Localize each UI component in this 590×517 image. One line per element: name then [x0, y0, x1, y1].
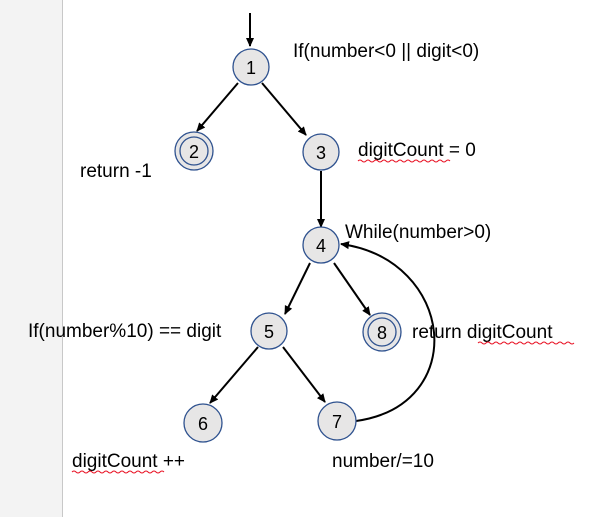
edge-5-6	[209, 346, 259, 404]
node-4-label: 4	[316, 236, 326, 256]
annotation-node-5: If(number%10) == digit	[28, 321, 222, 342]
annotation-node-2: return -1	[80, 161, 152, 182]
annotation-node-3: digitCount = 0	[358, 140, 476, 161]
node-2-label: 2	[189, 142, 199, 162]
spellcheck-underline-node-3	[357, 159, 451, 163]
edge-5-7	[282, 346, 326, 403]
annotation-node-6: digitCount ++	[72, 451, 185, 472]
page-margin	[0, 0, 63, 517]
edge-4-8	[333, 262, 371, 316]
node-5-label: 5	[264, 322, 274, 342]
annotation-node-8: return digitCount	[412, 322, 553, 343]
node-2: 2	[174, 131, 214, 171]
node-1: 1	[232, 48, 270, 86]
edge-1-3	[261, 82, 307, 136]
node-7-label: 7	[332, 412, 342, 432]
node-6: 6	[183, 403, 223, 443]
node-8: 8	[362, 312, 402, 352]
spellcheck-underline-node-8	[477, 341, 575, 345]
edge-7-4	[340, 241, 436, 422]
annotation-node-4: While(number>0)	[345, 222, 491, 243]
edge-4-5	[284, 262, 311, 315]
node-5: 5	[250, 312, 288, 350]
node-6-label: 6	[198, 414, 208, 434]
node-8-label: 8	[377, 323, 387, 343]
node-7: 7	[317, 401, 357, 441]
annotation-node-7: number/=10	[332, 451, 434, 472]
node-1-label: 1	[246, 58, 256, 78]
edge-1-2	[196, 82, 239, 132]
annotation-node-1: If(number<0 || digit<0)	[293, 41, 479, 62]
node-3: 3	[302, 133, 340, 171]
spellcheck-underline-node-6	[71, 470, 165, 474]
node-3-label: 3	[316, 143, 326, 163]
node-4: 4	[302, 226, 340, 264]
